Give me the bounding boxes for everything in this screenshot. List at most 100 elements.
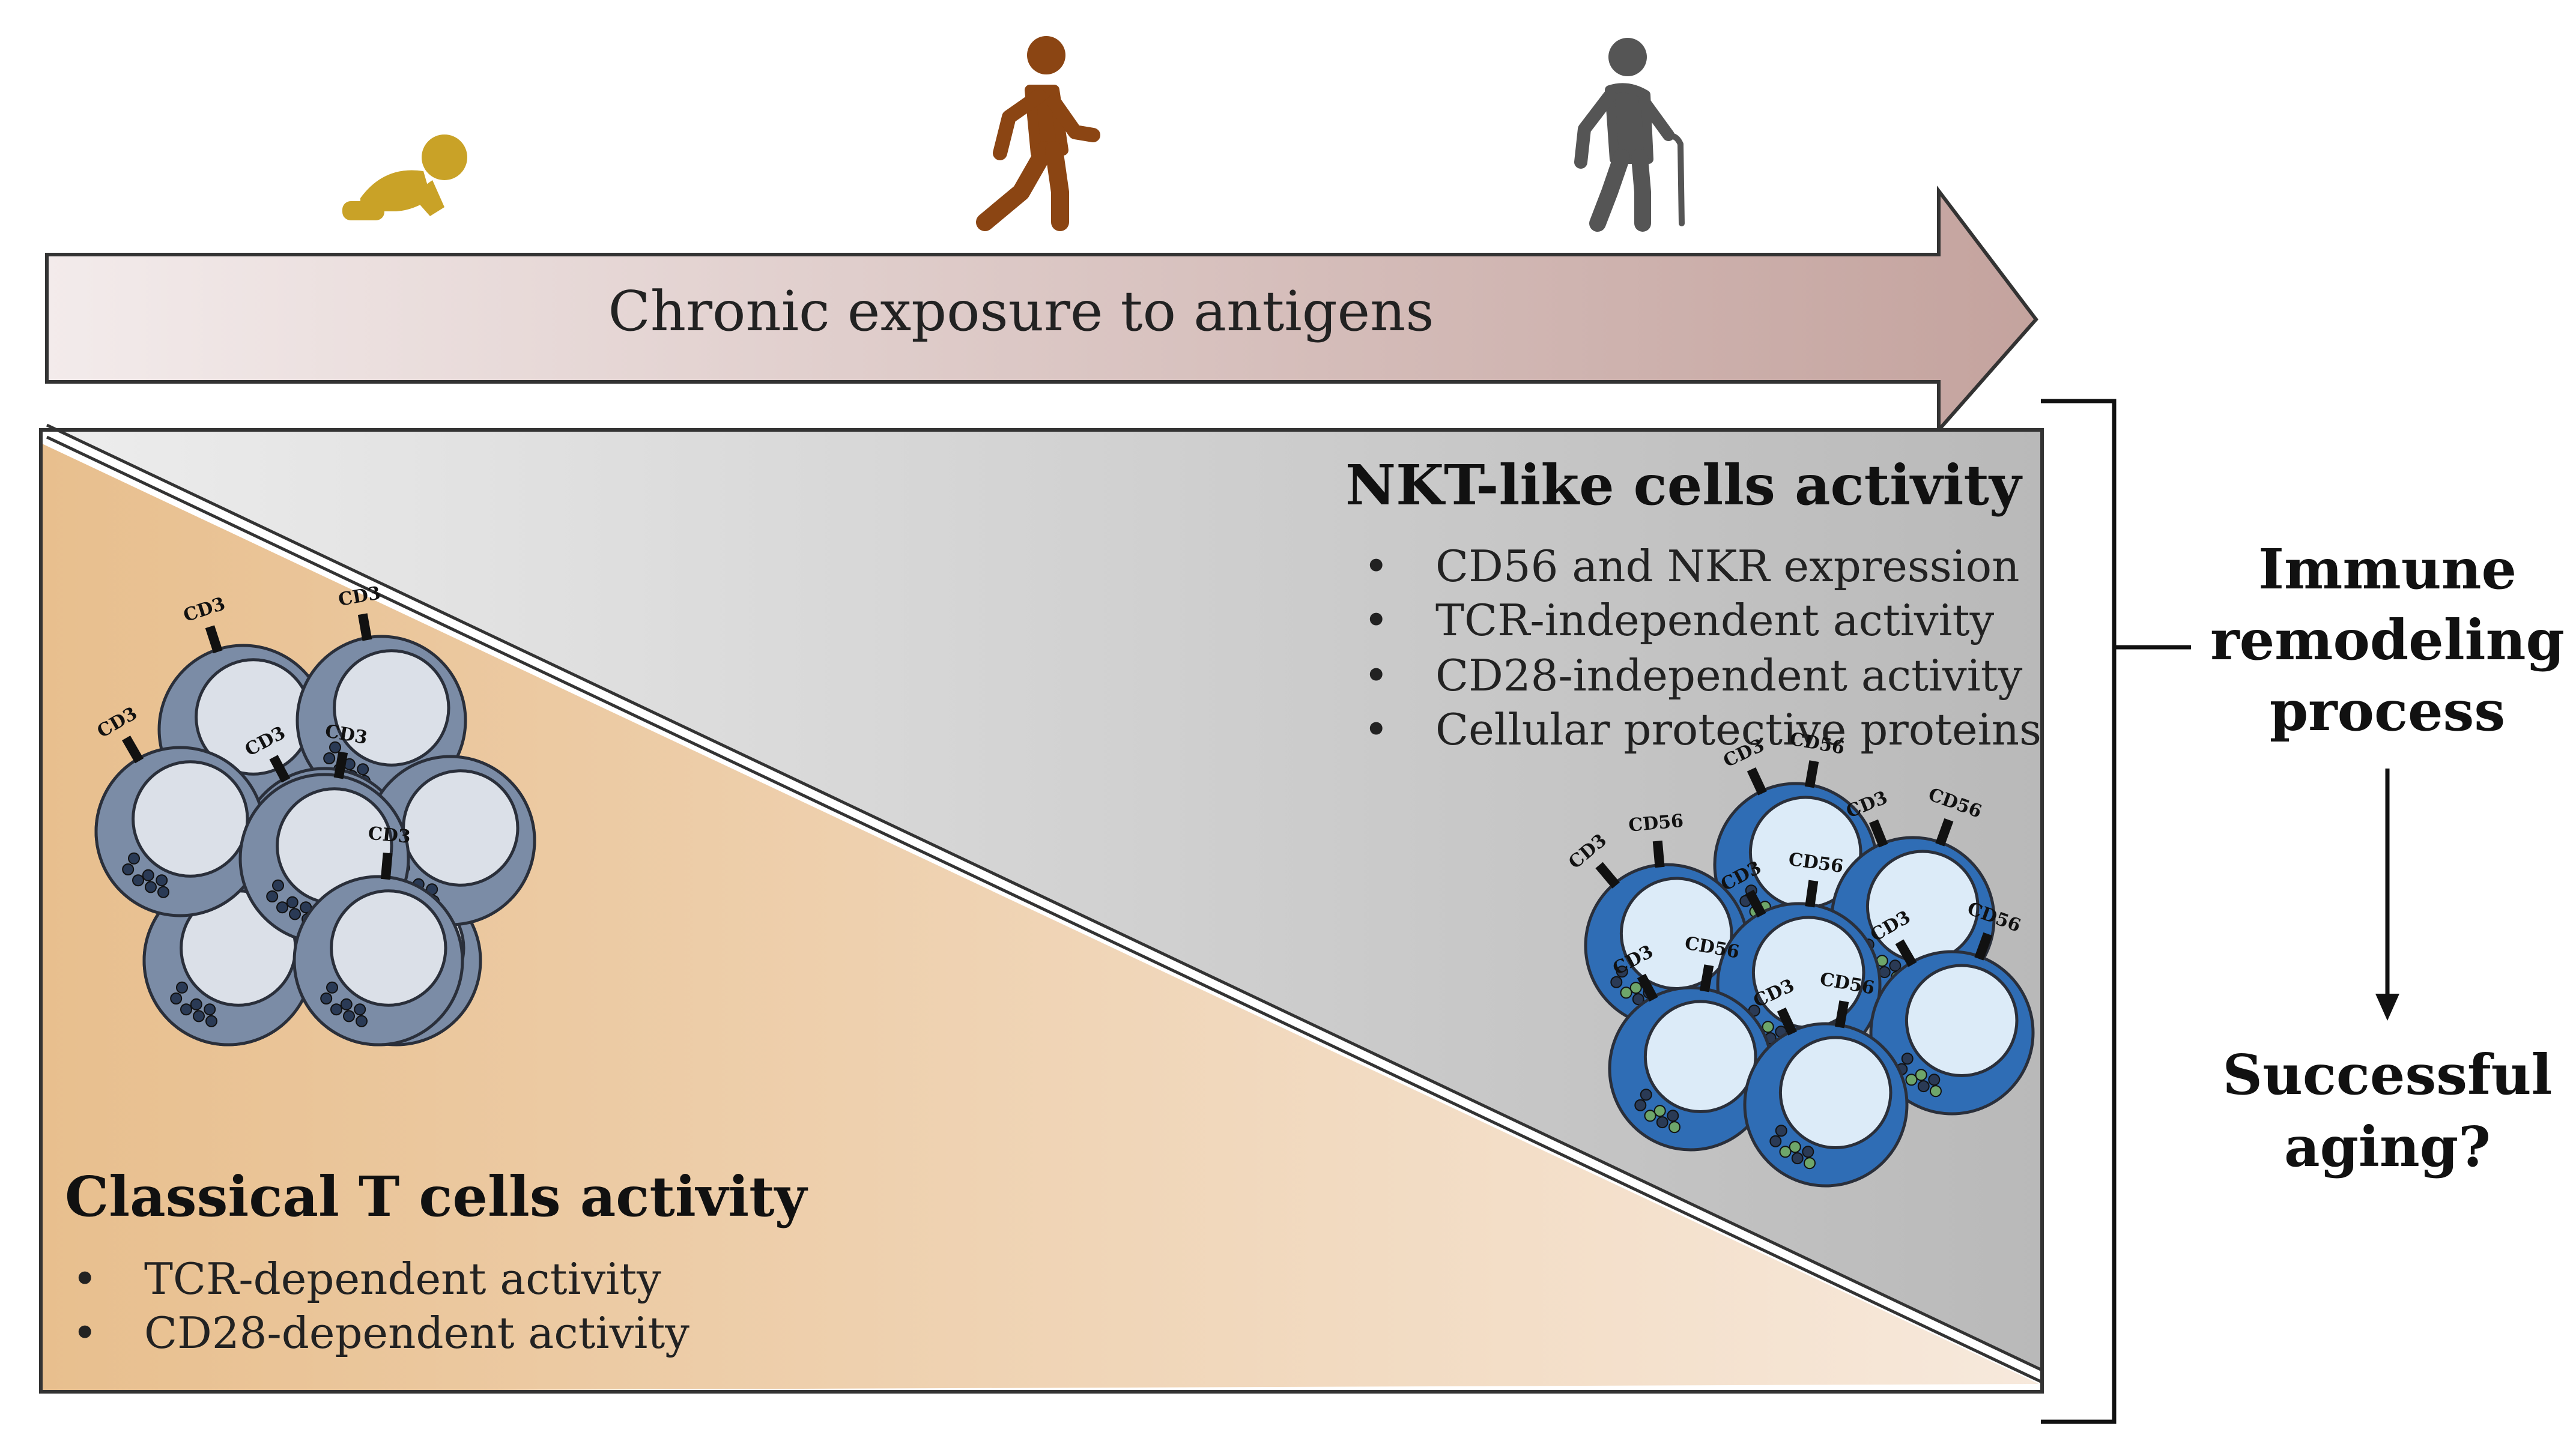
granule-icon (272, 879, 284, 892)
granule-icon (1775, 1125, 1787, 1137)
granule-icon (1762, 1021, 1774, 1033)
granule-icon (204, 1003, 216, 1016)
cd3-label: CD3 (367, 823, 411, 848)
classical-bullet-2: CD28-dependent activity (144, 1308, 689, 1358)
granule-icon (205, 1015, 217, 1027)
classical-section: Classical T cells activity • TCR-depende… (65, 1164, 808, 1358)
granule-icon (1610, 976, 1623, 988)
granule-icon (180, 1003, 192, 1016)
nkt-bullet-dot: • (1363, 595, 1389, 645)
panel-frame (39, 428, 2044, 1394)
granule-icon (193, 1010, 205, 1023)
granule-icon (1917, 1080, 1930, 1093)
classical-triangle (41, 443, 2039, 1392)
granule-icon (1804, 1157, 1816, 1170)
granule-icon (289, 908, 301, 920)
granule-icon (1889, 959, 1902, 972)
outcome-section: Immune remodeling process (2210, 537, 2565, 743)
granule-icon (176, 981, 188, 994)
nkt-bullet-dot: • (1363, 650, 1389, 701)
cd3-receptor: CD3 (367, 823, 411, 880)
granule-icon (1901, 1053, 1914, 1065)
down-arrow (2375, 769, 2399, 1021)
arrow-label: Chronic exposure to antigens (608, 279, 1434, 343)
process-line-3: process (2270, 678, 2505, 743)
granule-icon (1620, 986, 1632, 999)
granule-icon (357, 763, 369, 776)
nkt-title: NKT-like cells activity (1345, 453, 2023, 518)
nkt-section: NKT-like cells activity • CD56 and NKR e… (1345, 453, 2041, 755)
granule-icon (1632, 993, 1644, 1006)
antigen-exposure-arrow: Chronic exposure to antigens (45, 186, 2038, 435)
granule-icon (286, 896, 299, 908)
granule-icon (1616, 965, 1628, 978)
granule-icon (1915, 1069, 1927, 1081)
nkt-bullet-2: TCR-independent activity (1435, 595, 1995, 645)
granule-icon (343, 1010, 355, 1023)
granule-icon (320, 992, 333, 1004)
granule-icon (1640, 1089, 1652, 1101)
diagonal-divider (44, 425, 2044, 1380)
granule-icon (1653, 1105, 1666, 1117)
activity-panel (39, 423, 2044, 1394)
elderly-cane-icon (1574, 38, 1685, 232)
granule-icon (170, 992, 183, 1004)
classical-title: Classical T cells activity (65, 1164, 808, 1229)
granule-icon (276, 901, 288, 914)
classical-bullet-dot: • (72, 1308, 97, 1358)
granule-icon (1644, 1110, 1656, 1122)
granule-icon (300, 901, 312, 914)
granule-icon (1779, 1146, 1792, 1158)
granule-icon (1789, 1141, 1801, 1153)
granule-icon (1928, 1074, 1941, 1086)
adult-walking-icon (976, 36, 1100, 231)
granule-icon (1905, 1074, 1918, 1086)
classical-bullet-dot: • (72, 1254, 97, 1304)
granule-icon (1667, 1110, 1679, 1122)
granule-icon (266, 890, 279, 902)
question-line-2: aging? (2284, 1114, 2491, 1179)
classical-t-cell: CD3 (94, 703, 266, 917)
granule-icon (157, 886, 169, 898)
cd56-receptor: CD56 (1628, 811, 1684, 868)
nkt-bullet-dot: • (1363, 541, 1389, 591)
granule-icon (132, 874, 144, 887)
question-line-1: Successful (2223, 1042, 2553, 1107)
granule-icon (1668, 1121, 1680, 1134)
granule-icon (128, 852, 140, 865)
granule-icon (145, 881, 157, 893)
granule-icon (323, 752, 336, 764)
classical-t-cell-cluster: CD3CD3CD3CD3CD3CD3CD3CD3 (94, 582, 536, 1047)
bracket (2041, 399, 2191, 1424)
granule-icon (356, 1015, 368, 1027)
nkt-bullet-dot: • (1363, 704, 1389, 755)
granule-icon (330, 1003, 342, 1016)
question-section: Successful aging? (2223, 1042, 2553, 1179)
granule-icon (1791, 1152, 1804, 1165)
baby-crawling-icon (342, 134, 467, 220)
granule-icon (1802, 1146, 1814, 1158)
granule-icon (340, 998, 353, 1011)
granule-icon (122, 863, 135, 875)
granule-icon (142, 869, 154, 881)
process-line-2: remodeling (2210, 608, 2565, 672)
classical-bullet-1: TCR-dependent activity (144, 1254, 661, 1304)
nkt-bullet-1: CD56 and NKR expression (1435, 541, 2019, 591)
granule-icon (329, 741, 341, 754)
granule-icon (1629, 982, 1642, 994)
nkt-bullet-4: Cellular protective proteins (1435, 704, 2041, 755)
granule-icon (1656, 1116, 1668, 1129)
granule-icon (326, 981, 338, 994)
granule-icon (1634, 1099, 1647, 1111)
granule-icon (354, 1003, 366, 1016)
classical-t-cell: CD3 (292, 823, 464, 1047)
granule-icon (190, 998, 202, 1011)
nkt-bullet-3: CD28-independent activity (1435, 650, 2023, 701)
granule-icon (1769, 1135, 1782, 1147)
granule-icon (1930, 1085, 1942, 1098)
